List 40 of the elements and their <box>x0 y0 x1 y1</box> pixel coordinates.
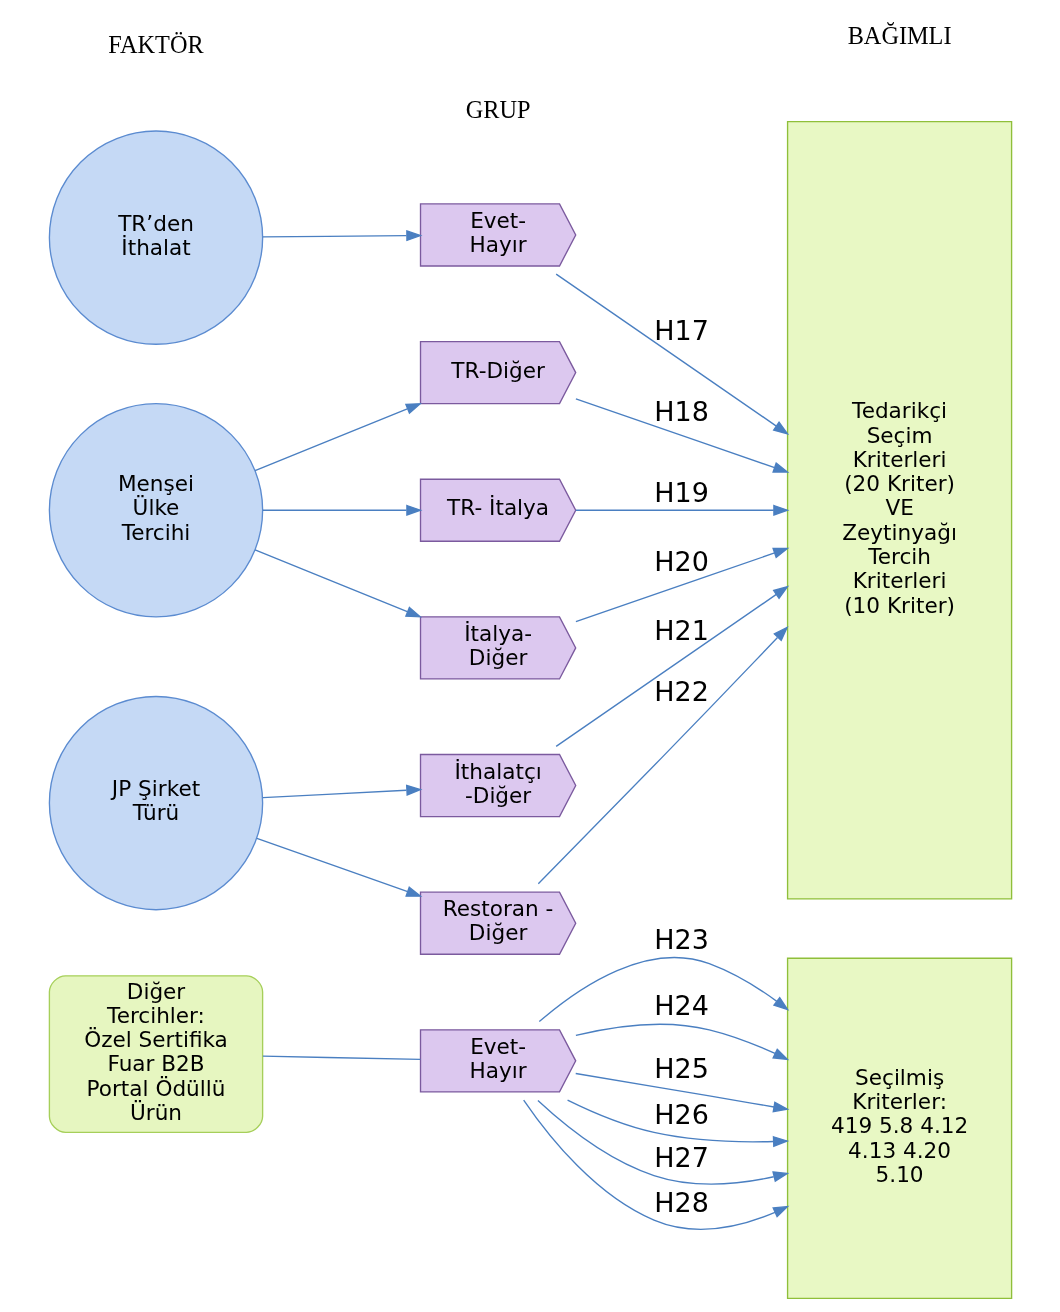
label: FAKTÖR <box>107 31 204 59</box>
edge-label: H27 <box>653 1142 709 1174</box>
arrow <box>555 273 789 435</box>
arrow <box>538 956 789 1023</box>
edge-label: H28 <box>653 1187 709 1218</box>
node-box: Diğer Tercihler: Özel Sertifika Fuar B2B Portal Ödüllü Ürün <box>48 975 263 1134</box>
arrow <box>255 837 422 897</box>
arrow <box>574 504 789 516</box>
arrow <box>574 1023 789 1061</box>
node-box: Tedarikçi Seçim Kriterleri (20 Kriter) VE Zeytinyağı Tercih Kriterleri (10 Kriter) <box>786 120 1012 900</box>
arrow <box>261 230 422 242</box>
arrow <box>261 504 422 516</box>
edge-label: H17 <box>653 315 709 347</box>
edge-label: H23 <box>653 923 709 955</box>
label: BAĞIMLI <box>847 21 952 49</box>
arrow <box>574 398 789 473</box>
arrow <box>522 1099 789 1230</box>
node-circle: TR’den İthalat <box>48 130 263 345</box>
connector <box>261 1055 421 1060</box>
edge-label: H19 <box>653 477 709 509</box>
edge-label: H21 <box>653 614 709 646</box>
edge-label: H20 <box>653 545 709 577</box>
node-circle: Menşei Ülke Tercihi <box>48 402 263 618</box>
arrow <box>253 402 422 472</box>
edge-label: H25 <box>653 1053 709 1085</box>
label: GRUP <box>465 96 530 124</box>
edge-label: H26 <box>653 1099 709 1131</box>
node-circle: JP Şirket Türü <box>48 695 263 911</box>
edge-label: H22 <box>653 675 709 707</box>
arrow <box>536 1099 789 1185</box>
edge-label: H24 <box>653 989 709 1021</box>
arrow <box>537 626 789 885</box>
node-box: Seçilmiş Kriterler: 419 5.8 4.12 4.13 4.20 5.10 <box>786 957 1012 1300</box>
arrow <box>253 549 422 618</box>
arrow <box>555 585 789 748</box>
arrow <box>574 547 789 623</box>
arrow <box>566 1099 789 1148</box>
arrow <box>261 784 422 799</box>
edge-label: H18 <box>653 396 709 428</box>
arrow <box>574 1072 789 1113</box>
